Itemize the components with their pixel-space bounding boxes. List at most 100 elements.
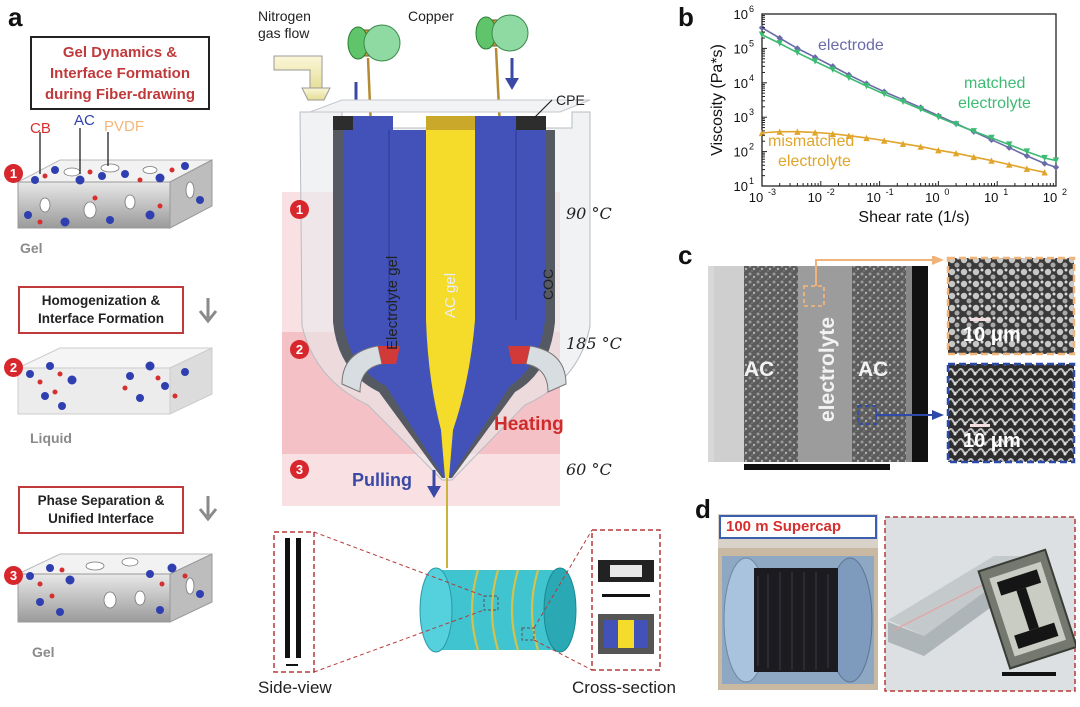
- series-label-mismatched-1: mismatched: [768, 133, 854, 150]
- copper-spool-right-icon: [475, 14, 529, 52]
- series-point-2: [970, 153, 978, 161]
- series-point-0: [776, 34, 783, 42]
- supercap-label: 100 m Supercap: [726, 518, 842, 535]
- zone-number-1: 1: [290, 200, 309, 219]
- scale-bar-label-bottom: 10 μm: [963, 430, 1021, 452]
- legend-pvdf: PVDF: [104, 118, 145, 135]
- cross-section-label: Cross-section: [572, 678, 676, 697]
- series-point-1: [1006, 141, 1013, 148]
- x-tick-exponent: -1: [886, 187, 894, 197]
- series-point-2: [829, 130, 837, 137]
- gel-dynamics-title-box: Gel Dynamics & Interface Formation durin…: [30, 36, 210, 110]
- x-tick-exponent: -2: [827, 187, 835, 197]
- y-tick-label: 10: [734, 76, 748, 91]
- phase-separation-box: Phase Separation & Unified Interface: [18, 486, 184, 534]
- gel-stage-3-illustration: [17, 553, 213, 623]
- y-tick-label: 10: [734, 179, 748, 194]
- side-view-label: Side-view: [258, 678, 332, 697]
- series-point-2: [952, 149, 960, 157]
- gel-stage-1-illustration: [17, 128, 213, 229]
- y-tick-exponent: 5: [749, 38, 754, 48]
- series-point-1: [1052, 157, 1060, 164]
- series-point-2: [776, 128, 783, 135]
- homogenization-line-2: Interface Formation: [37, 311, 165, 326]
- y-tick-label: 10: [734, 7, 748, 22]
- sem-label-electrolyte-text: electrolyte: [816, 316, 839, 422]
- homogenization-line-1: Homogenization &: [41, 293, 161, 308]
- stage-number-3: 3: [4, 566, 23, 585]
- copper-label: Copper: [408, 8, 454, 24]
- fiber-spool-icon: [419, 567, 577, 653]
- fiber-drawing-illustration: [273, 14, 661, 673]
- x-tick-label: 10: [1043, 190, 1057, 205]
- series-line-1: [761, 33, 1057, 162]
- nitrogen-label: Nitrogen gas flow: [258, 8, 311, 42]
- series-point-1: [881, 90, 888, 98]
- title-line-3: during Fiber-drawing: [45, 85, 195, 103]
- y-tick-exponent: 1: [749, 176, 754, 186]
- series-point-2: [988, 157, 995, 164]
- series-point-1: [952, 121, 960, 128]
- series-point-1: [829, 66, 837, 73]
- pulling-label: Pulling: [352, 470, 412, 490]
- y-tick-label: 10: [734, 110, 748, 125]
- fiber-cross-section-photo: [884, 516, 1076, 692]
- chart-xlabel: Shear rate (1/s): [858, 209, 969, 226]
- series-point-0: [811, 54, 819, 61]
- title-line-2: Interface Formation: [49, 64, 191, 82]
- copper-spool-left-icon: [347, 24, 401, 62]
- series-label-matched-2: electrolyte: [958, 95, 1031, 112]
- panel-letter-d: d: [695, 494, 711, 524]
- zone-number-2: 2: [290, 340, 309, 359]
- series-label-matched-1: matched: [964, 75, 1025, 92]
- sem-images: [708, 256, 1076, 470]
- series-point-1: [776, 40, 783, 47]
- series-point-1: [935, 114, 942, 121]
- liquid-stage-illustration: [17, 347, 213, 415]
- series-point-2: [899, 140, 907, 147]
- series-point-1: [970, 128, 978, 135]
- series-point-2: [881, 137, 888, 144]
- sem-label-ac-left: AC: [744, 358, 775, 381]
- phase-separation-line-1: Phase Separation &: [37, 493, 165, 508]
- chart-ylabel: Viscosity (Pa*s): [709, 44, 726, 156]
- stage-label-gel-3: Gel: [32, 644, 55, 660]
- series-point-2: [863, 134, 870, 142]
- feed-arrow-right-icon: [505, 58, 519, 90]
- series-point-1: [794, 49, 801, 56]
- cpe-label: CPE: [556, 92, 585, 108]
- series-point-2: [935, 146, 942, 154]
- series-point-0: [1041, 160, 1048, 167]
- chart-frame: [761, 13, 1057, 187]
- series-point-2: [811, 129, 819, 136]
- stage-number-2: 2: [4, 358, 23, 377]
- series-point-1: [811, 58, 819, 65]
- series-point-1: [845, 74, 853, 81]
- x-tick-label: 10: [925, 190, 939, 205]
- panel-letter-c: c: [678, 240, 693, 270]
- series-point-2: [1041, 169, 1048, 176]
- x-tick-exponent: 2: [1062, 187, 1067, 197]
- zone-3-band: [282, 454, 560, 506]
- electrolyte-gel-text: Electrolyte gel: [384, 255, 401, 350]
- series-point-0: [1023, 152, 1031, 160]
- phase-separation-line-2: Unified Interface: [48, 511, 154, 526]
- sem-label-ac-right: AC: [858, 358, 889, 381]
- series-point-1: [863, 82, 870, 90]
- series-line-0: [761, 26, 1057, 169]
- series-point-2: [758, 129, 766, 137]
- y-tick-exponent: 2: [749, 142, 754, 152]
- stage-label-gel-1: Gel: [20, 240, 43, 256]
- series-point-1: [758, 31, 766, 38]
- title-line-1: Gel Dynamics &: [62, 43, 178, 61]
- y-tick-label: 10: [734, 41, 748, 56]
- y-tick-exponent: 3: [749, 107, 754, 117]
- stage-label-liquid: Liquid: [30, 430, 72, 446]
- legend-ac: AC: [74, 112, 95, 129]
- series-label-mismatched-2: electrolyte: [778, 153, 851, 170]
- sem-label-electrolyte: electrolyte: [816, 317, 840, 422]
- zone-number-3: 3: [290, 460, 309, 479]
- gas-nozzle-icon: [301, 87, 331, 101]
- series-point-2: [1023, 165, 1031, 172]
